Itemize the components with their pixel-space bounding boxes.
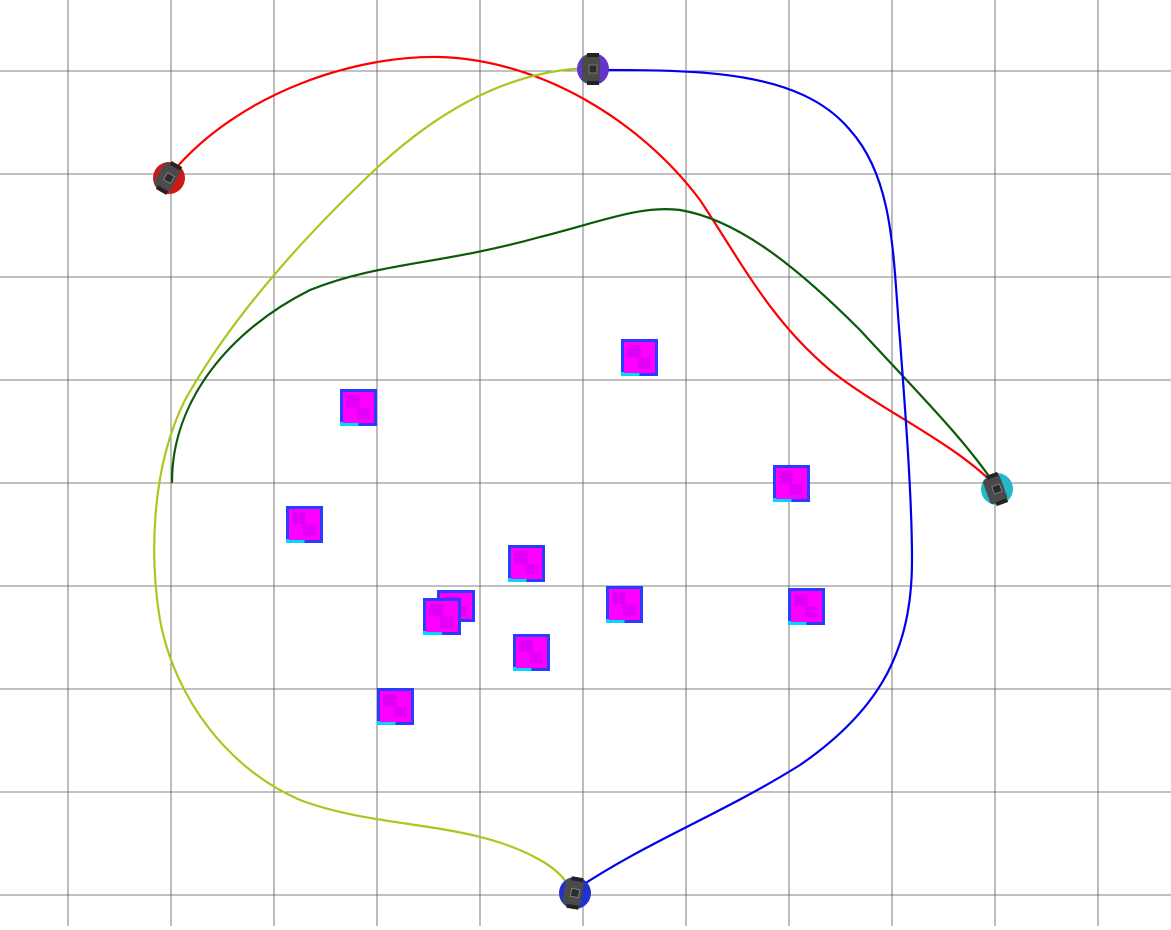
obstacle (508, 545, 545, 582)
yellow-green-trajectory (153, 66, 592, 895)
blue-robot (559, 876, 591, 910)
robots (153, 53, 1013, 910)
obstacle (788, 588, 825, 625)
red-trajectory (168, 55, 997, 487)
dark-green-trajectory (170, 208, 997, 487)
obstacle (423, 598, 461, 635)
trajectories (153, 55, 997, 895)
obstacle (773, 465, 810, 502)
cyan-robot (981, 471, 1013, 507)
obstacle (606, 586, 643, 623)
obstacle (621, 339, 658, 376)
blue-trajectory (573, 68, 914, 892)
obstacle (340, 389, 377, 426)
obstacle (377, 688, 414, 725)
obstacles (286, 339, 825, 725)
obstacle (286, 506, 323, 543)
purple-robot (577, 53, 609, 85)
red-robot (153, 161, 185, 195)
obstacle (513, 634, 550, 671)
